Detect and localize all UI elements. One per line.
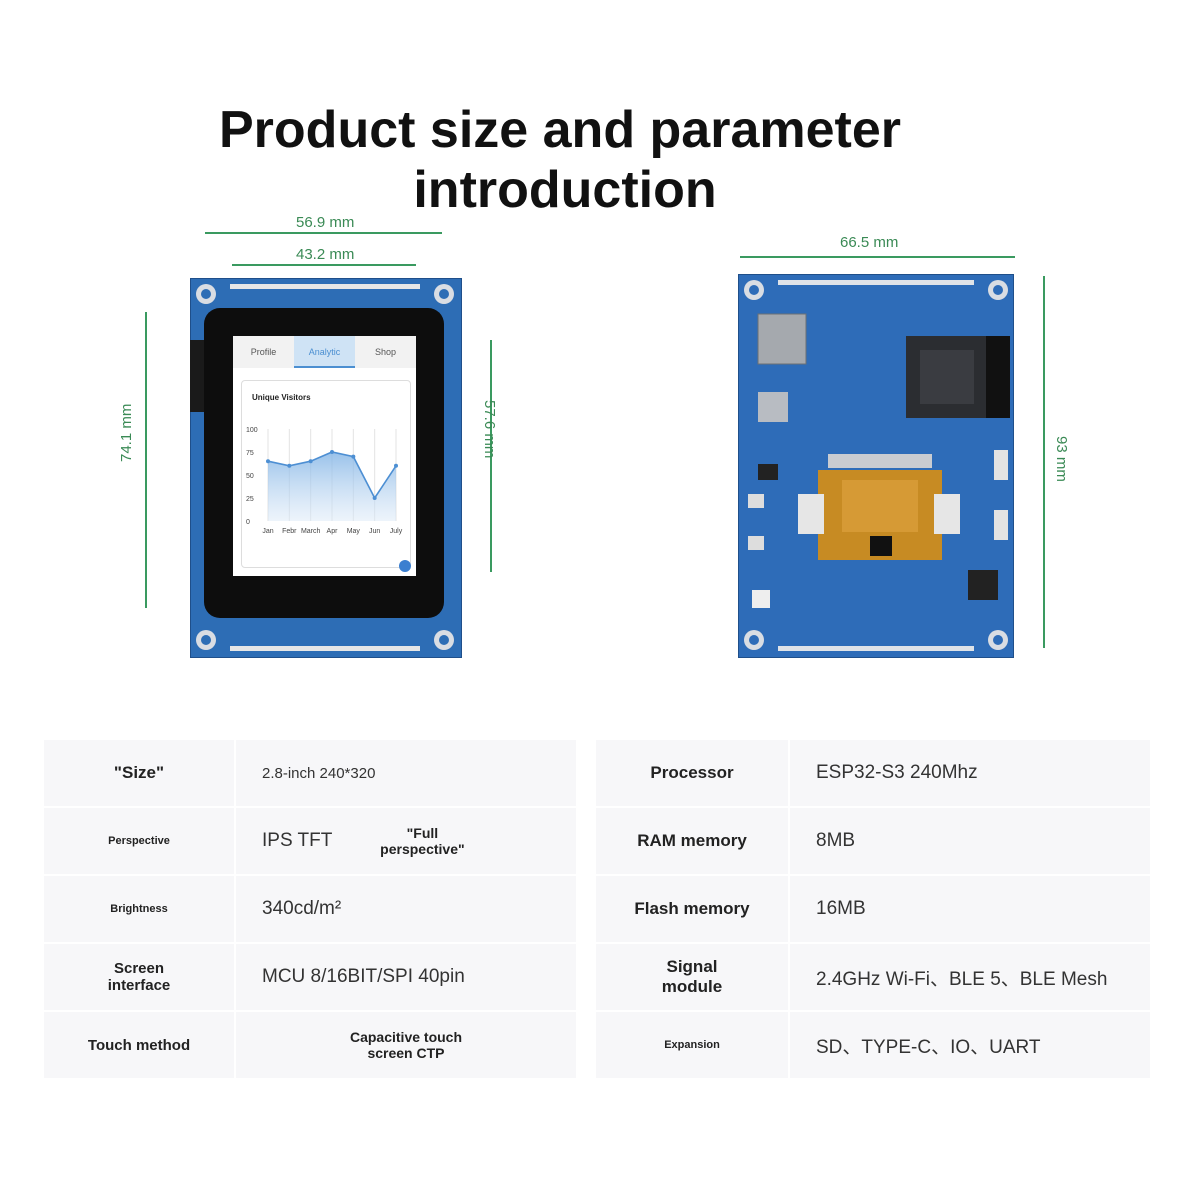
scroll-fab-icon[interactable] <box>399 560 411 572</box>
spec-label: Expansion <box>596 1012 788 1078</box>
data-point <box>330 450 334 454</box>
spec-label: Touch method <box>44 1012 234 1078</box>
dim-line-front-height <box>145 312 147 608</box>
spec-value: 16MB <box>790 876 1150 942</box>
tab-profile[interactable]: Profile <box>250 347 277 357</box>
data-point <box>287 463 292 468</box>
x-tick-label: Apr <box>327 528 339 535</box>
spec-value: SD、TYPE-C、IO、UART <box>790 1012 1150 1078</box>
x-tick-label: Jan <box>262 528 273 535</box>
tab-shop[interactable]: Shop <box>374 347 397 357</box>
x-tick-label: May <box>347 528 361 535</box>
spec-value-text: SD、TYPE-C、IO、UART <box>816 1036 1041 1058</box>
spec-value: 2.8-inch 240*320 <box>236 740 576 806</box>
spec-label: Screen interface <box>44 944 234 1010</box>
y-tick-label: 50 <box>246 473 254 480</box>
spec-value: 340cd/m² <box>236 876 576 942</box>
dim-line-back-width <box>740 256 1015 258</box>
spec-value-text: 16MB <box>816 898 866 919</box>
dim-back-height: 93 mm <box>1053 436 1070 482</box>
page-title-line1: Product size and parameter <box>219 101 901 159</box>
dim-front-width-inner: 43.2 mm <box>296 246 355 263</box>
spec-label: "Size" <box>44 740 234 806</box>
screen-display: Profile Analytic Shop Unique Visitors 10… <box>233 336 416 576</box>
spec-value: 8MB <box>790 808 1150 874</box>
dim-line-front-outer <box>205 232 442 234</box>
dim-line-front-inner <box>232 264 416 266</box>
x-tick-label: March <box>301 528 321 535</box>
spec-value: ESP32-S3 240Mhz <box>790 740 1150 806</box>
spec-value: Capacitive touch screen CTP <box>236 1012 576 1078</box>
y-tick-label: 100 <box>246 427 258 434</box>
spec-value: MCU 8/16BIT/SPI 40pin <box>236 944 576 1010</box>
spec-label: Processor <box>596 740 788 806</box>
dim-line-front-inner-height <box>490 340 492 572</box>
spec-value: 2.4GHz Wi-Fi、BLE 5、BLE Mesh <box>790 944 1150 1010</box>
dim-front-height-inner: 57.6 mm <box>481 400 498 459</box>
spec-value-text: 2.8-inch 240*320 <box>262 764 376 782</box>
page-title-line2: introduction <box>413 161 717 219</box>
x-tick-label: Febr <box>282 528 297 535</box>
spec-label: RAM memory <box>596 808 788 874</box>
x-tick-label: July <box>390 528 403 535</box>
screen-tabbar: Profile Analytic Shop <box>233 336 416 368</box>
dim-line-back-height <box>1043 276 1045 648</box>
data-point <box>372 496 377 500</box>
spec-value: IPS TFT "Full perspective" <box>236 808 576 874</box>
y-tick-label: 75 <box>246 450 254 457</box>
spec-value-text: MCU 8/16BIT/SPI 40pin <box>262 966 465 987</box>
spec-label: Brightness <box>44 876 234 942</box>
data-point <box>394 463 398 468</box>
spec-value-text: Capacitive touch screen CTP <box>349 1029 463 1061</box>
spec-value-text: 340cd/m² <box>262 898 342 919</box>
spec-value-text: IPS TFT <box>262 830 333 851</box>
y-tick-label: 25 <box>246 496 254 503</box>
data-point <box>351 454 356 459</box>
data-point <box>266 459 270 464</box>
series-area <box>268 452 396 521</box>
x-tick-label: Jun <box>369 528 380 535</box>
back-board-image <box>738 274 1014 658</box>
tab-analytic[interactable]: Analytic <box>294 336 355 368</box>
spec-label: Perspective <box>44 808 234 874</box>
spec-value-text: 8MB <box>816 830 856 851</box>
dim-back-width: 66.5 mm <box>840 234 899 251</box>
dim-front-height-outer: 74.1 mm <box>118 403 135 462</box>
spec-label: Flash memory <box>596 876 788 942</box>
spec-value-text: 2.4GHz Wi-Fi、BLE 5、BLE Mesh <box>816 968 1108 990</box>
y-tick-label: 0 <box>246 519 250 526</box>
dim-front-width-outer: 56.9 mm <box>296 214 355 231</box>
spec-note: "Full perspective" <box>380 825 465 857</box>
spec-label: Signal module <box>596 944 788 1010</box>
chart-title: Unique Visitors <box>252 393 311 402</box>
data-point <box>308 459 313 464</box>
spec-value-text: ESP32-S3 240Mhz <box>816 762 978 783</box>
